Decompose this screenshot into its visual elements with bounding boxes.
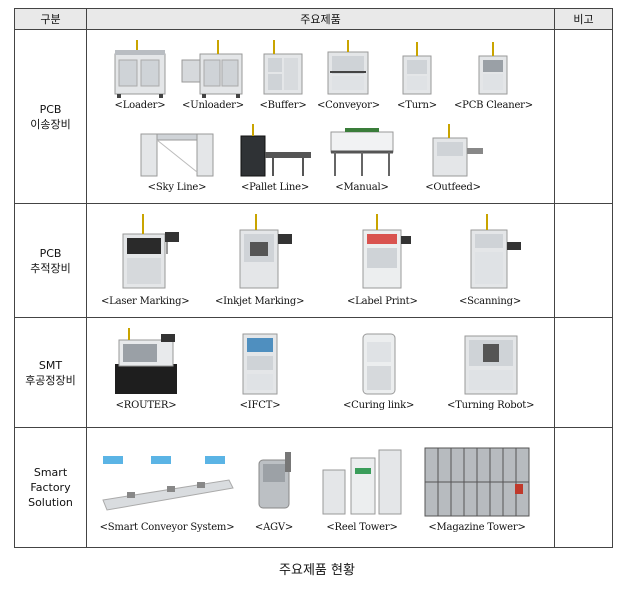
pallet-line-machine-icon (240, 124, 311, 177)
category-line: 이송장비 (30, 117, 71, 131)
product-unloader: <Unloader> (180, 40, 246, 111)
conveyor-machine-icon (327, 40, 369, 95)
label-print-machine-icon (362, 214, 412, 289)
inkjet-marking-machine-icon (239, 214, 292, 289)
product-buffer: <Buffer> (258, 40, 308, 111)
product-label: <Pallet Line> (240, 182, 310, 193)
product-label: <AGV> (254, 522, 294, 533)
product-pcb-cleaner: <PCB Cleaner> (454, 40, 533, 111)
header-products: 주요제품 (86, 8, 555, 30)
category-cell: SMT 후공정장비 (14, 317, 87, 428)
turn-machine-icon (402, 42, 432, 95)
category-line: Solution (28, 496, 73, 509)
product-smart-conveyor-system: <Smart Conveyor System> (97, 444, 237, 533)
category-line: PCB (39, 246, 62, 260)
category-line: 추적장비 (30, 261, 71, 275)
outfeed-machine-icon (432, 124, 483, 177)
category-cell: PCB 추적장비 (14, 203, 87, 318)
laser-marking-machine-icon (122, 214, 180, 289)
product-conveyor: <Conveyor> (317, 40, 380, 111)
product-pallet-line: <Pallet Line> (233, 122, 317, 193)
product-ifct: <IFCT> (235, 326, 285, 411)
category-line: PCB (39, 102, 62, 116)
product-manual: <Manual> (327, 122, 397, 193)
product-label: <Buffer> (259, 100, 307, 111)
note-cell (554, 203, 613, 318)
figure-caption: 주요제품 현황 (279, 563, 355, 578)
ifct-machine-icon (242, 333, 278, 395)
category-line: 후공정장비 (25, 373, 76, 387)
category-line: Factory (30, 481, 71, 494)
product-label: <PCB Cleaner> (454, 100, 533, 111)
agv-vehicle-icon (258, 452, 291, 509)
category-line: SMT (38, 358, 63, 372)
product-label: <Unloader> (182, 100, 244, 111)
router-machine-icon (115, 328, 177, 394)
product-label: <Magazine Tower> (428, 522, 526, 533)
product-label: <Smart Conveyor System> (99, 522, 235, 533)
product-outfeed: <Outfeed> (421, 122, 485, 193)
row-smart-factory: Smart Factory Solution <Smart Conveyor S… (14, 427, 613, 548)
product-label: <Outfeed> (425, 182, 481, 193)
magazine-tower-icon (424, 447, 530, 517)
pcb-cleaner-machine-icon (478, 42, 508, 95)
product-label: <Conveyor> (317, 100, 380, 111)
product-router: <ROUTER> (109, 326, 183, 411)
note-cell (554, 427, 613, 548)
note-cell (554, 317, 613, 428)
curing-link-machine-icon (362, 333, 396, 395)
row-pcb-tracking: PCB 추적장비 <Laser Marking> <Inkjet Marking… (14, 203, 613, 318)
product-turning-robot: <Turning Robot> (447, 326, 535, 411)
sky-line-machine-icon (140, 133, 214, 177)
reel-tower-icon (322, 449, 402, 515)
header-row: 구분 주요제품 비고 (14, 8, 613, 30)
row-pcb-transfer: PCB 이송장비 <Loader> <Unloader> <Buffer> <C… (14, 29, 613, 204)
product-turn: <Turn> (397, 40, 437, 111)
product-label: <Manual> (335, 182, 389, 193)
product-label: <Sky Line> (147, 182, 207, 193)
product-inkjet-marking: <Inkjet Marking> (215, 212, 305, 307)
category-cell: PCB 이송장비 (14, 29, 87, 204)
product-scanning: <Scanning> (455, 212, 525, 307)
row-smt-post-process: SMT 후공정장비 <ROUTER> <IFCT> <Curing link> … (14, 317, 613, 428)
product-reel-tower: <Reel Tower> (317, 444, 407, 533)
product-laser-marking: <Laser Marking> (101, 212, 190, 307)
product-sky-line: <Sky Line> (135, 122, 219, 193)
product-label: <IFCT> (239, 400, 281, 411)
product-label: <Turning Robot> (447, 400, 535, 411)
product-label: <Curing link> (343, 400, 415, 411)
category-line: Smart (33, 466, 68, 479)
product-label: <Laser Marking> (101, 296, 190, 307)
product-label: <Turn> (397, 100, 437, 111)
buffer-machine-icon (263, 40, 303, 95)
smart-conveyor-system-icon (102, 456, 234, 511)
product-curing-link: <Curing link> (343, 326, 414, 411)
product-agv: <AGV> (251, 444, 297, 533)
products-cell: <Laser Marking> <Inkjet Marking> <Label … (86, 203, 555, 318)
product-label: <Inkjet Marking> (215, 296, 305, 307)
product-label: <Label Print> (347, 296, 418, 307)
header-category: 구분 (14, 8, 87, 30)
products-cell: <Loader> <Unloader> <Buffer> <Conveyor> … (86, 29, 555, 204)
product-label: <Reel Tower> (326, 522, 398, 533)
scanning-machine-icon (470, 214, 521, 289)
product-label-print: <Label Print> (347, 212, 418, 307)
product-label: <Loader> (114, 100, 166, 111)
products-cell: <ROUTER> <IFCT> <Curing link> <Turning R… (86, 317, 555, 428)
product-label: <ROUTER> (115, 400, 177, 411)
category-cell: Smart Factory Solution (14, 427, 87, 548)
unloader-machine-icon (181, 40, 243, 98)
header-note: 비고 (554, 8, 613, 30)
products-cell: <Smart Conveyor System> <AGV> <Reel Towe… (86, 427, 555, 548)
manual-machine-icon (330, 128, 394, 176)
product-label: <Scanning> (458, 296, 522, 307)
product-loader: <Loader> (107, 40, 173, 111)
product-magazine-tower: <Magazine Tower> (421, 444, 533, 533)
note-cell (554, 29, 613, 204)
loader-machine-icon (114, 40, 166, 98)
products-table: 구분 주요제품 비고 PCB 이송장비 <Loader> <Unloader> … (14, 8, 613, 548)
turning-robot-machine-icon (464, 335, 518, 395)
